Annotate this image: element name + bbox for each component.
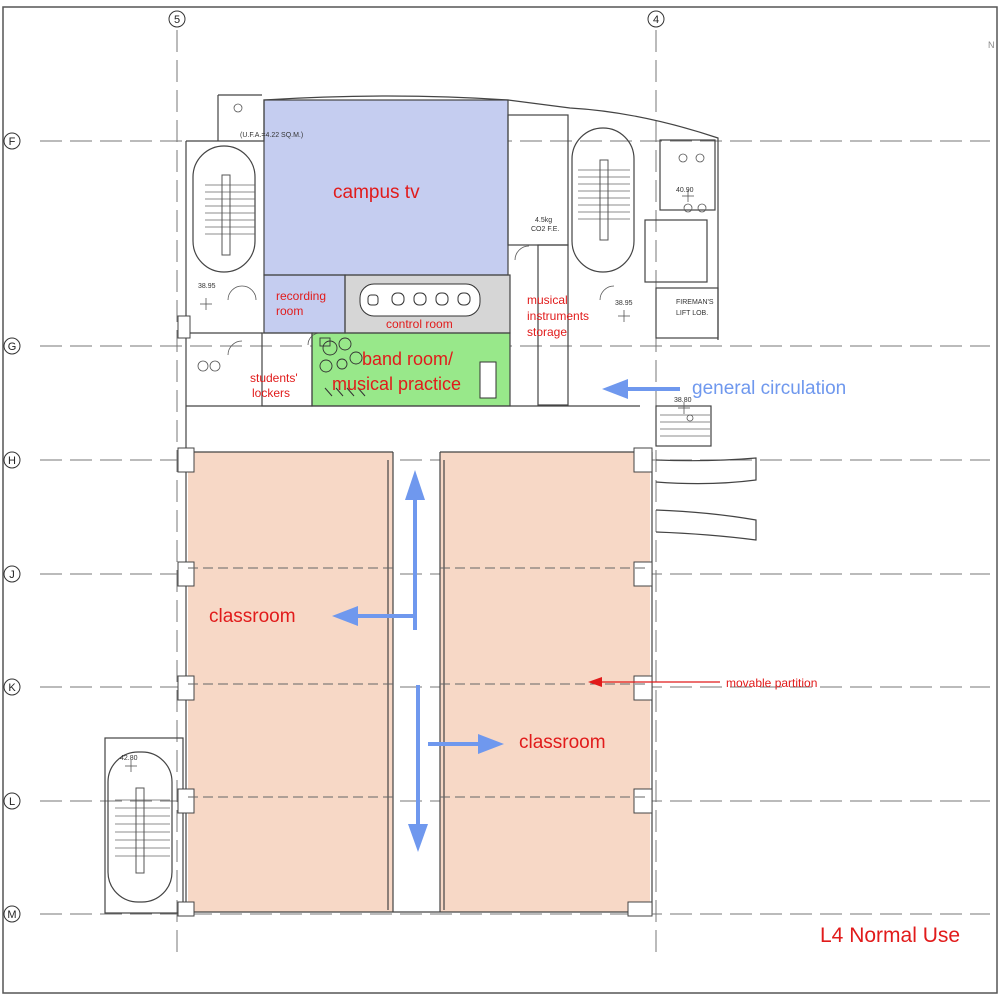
- classroom-west-fill: [188, 452, 393, 912]
- stair-well-south: [135, 787, 145, 874]
- movable-partitions: [188, 567, 650, 798]
- ufa-note: (U.F.A.=4.22 SQ.M.): [240, 132, 303, 139]
- level-label: 38.95: [615, 300, 633, 307]
- svg-text:K: K: [8, 682, 16, 694]
- compass-north-label: N: [988, 40, 995, 50]
- fixtures: [197, 103, 707, 422]
- fireman-lift-label: FIREMAN'S: [676, 299, 714, 306]
- grid-bubble-row-G: G: [3, 337, 21, 355]
- music-stands-icon: [324, 387, 366, 397]
- circulation-arrows: [332, 379, 680, 852]
- general-circulation-label: general circulation: [692, 378, 846, 399]
- piano-icon: [479, 361, 497, 399]
- control-console: [359, 283, 481, 317]
- level-label: 38.95: [198, 283, 216, 290]
- grid-col-label: 4: [653, 14, 659, 26]
- classroom-label-east: classroom: [519, 732, 606, 753]
- grid-bubble-col-4: 4: [647, 10, 665, 28]
- grid-bubble-row-M: M: [3, 905, 21, 923]
- svg-text:G: G: [8, 341, 17, 353]
- students-lockers-label: students'lockers: [250, 371, 298, 400]
- sheet-border: [2, 6, 998, 994]
- stair-well-east: [599, 159, 609, 241]
- grid-bubble-col-5: 5: [168, 10, 186, 28]
- level-marks: [125, 190, 694, 772]
- drum-kit-icon: [319, 337, 363, 373]
- band-room-fill: [312, 333, 510, 406]
- level-label: 42.80: [120, 755, 138, 762]
- fireman-lift-label: LIFT LOB.: [676, 310, 708, 317]
- grid-col-label: 5: [174, 14, 180, 26]
- grid-bubble-row-K: K: [3, 678, 21, 696]
- svg-text:H: H: [8, 455, 16, 467]
- band-room-label: band room/musical practice: [332, 349, 461, 394]
- level-label: 40.90: [676, 187, 694, 194]
- svg-text:M: M: [7, 909, 16, 921]
- svg-text:F: F: [9, 136, 16, 148]
- movable-partition-label: movable partition: [726, 676, 817, 690]
- level-label: 38.80: [674, 397, 692, 404]
- movable-partition-arrow: [588, 677, 720, 687]
- svg-text:L: L: [9, 796, 15, 808]
- svg-text:J: J: [9, 569, 15, 581]
- grid-bubble-row-J: J: [3, 565, 21, 583]
- grid-bubble-row-L: L: [3, 792, 21, 810]
- extinguisher-label: CO2 F.E.: [531, 226, 559, 233]
- stair-well-north: [221, 174, 231, 256]
- control-room-label: control room: [386, 317, 453, 331]
- grid-bubble-row-H: H: [3, 451, 21, 469]
- drawing-title: L4 Normal Use: [820, 924, 960, 947]
- structural-columns: [177, 315, 653, 917]
- classroom-label-west: classroom: [209, 606, 296, 627]
- extinguisher-label: 4.5kg: [535, 217, 552, 224]
- grid-bubble-row-F: F: [3, 132, 21, 150]
- campus-tv-label: campus tv: [333, 182, 420, 203]
